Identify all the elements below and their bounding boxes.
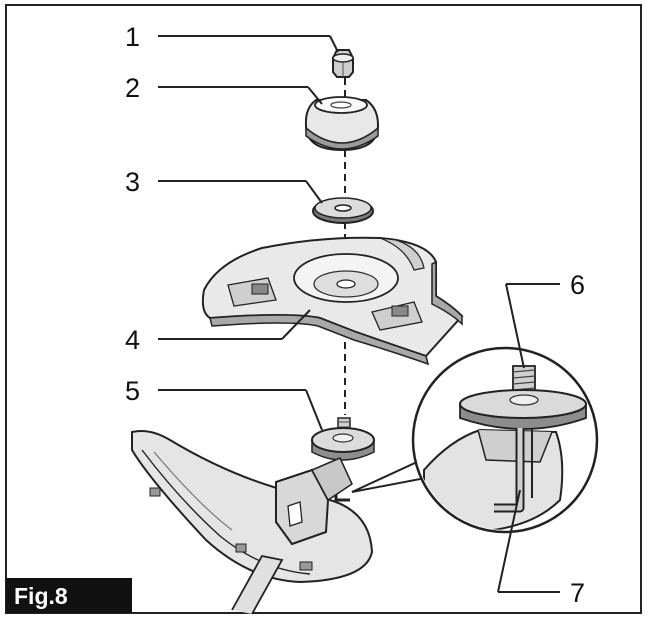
leader-line-4-tail	[281, 309, 311, 340]
blade-guard-part	[201, 236, 464, 366]
nut-part	[332, 49, 354, 78]
figure-label-box	[6, 578, 132, 613]
holder-part	[311, 417, 375, 502]
callout-number-4: 4	[125, 325, 140, 355]
figure-frame	[5, 4, 642, 614]
callout-number-7: 7	[570, 578, 585, 608]
callout-number-6: 6	[570, 270, 585, 300]
callout-number-1: 1	[125, 22, 140, 52]
washer-part	[312, 197, 374, 224]
leader-line-3-tail	[305, 180, 323, 204]
callout-number-3: 3	[125, 167, 140, 197]
detail-magnifier	[351, 346, 599, 534]
trimmer-head-part	[131, 430, 374, 615]
leader-line-6-tail	[505, 283, 525, 369]
leader-line-7-tail	[497, 489, 521, 593]
figure-label: Fig.8	[14, 583, 68, 609]
callout-number-5: 5	[125, 376, 140, 406]
leader-line-5-tail	[305, 389, 323, 431]
leader-line-1-tail	[329, 35, 339, 53]
cup-part	[304, 96, 380, 152]
leader-line-2-tail	[307, 86, 323, 105]
callout-number-2: 2	[125, 73, 140, 103]
